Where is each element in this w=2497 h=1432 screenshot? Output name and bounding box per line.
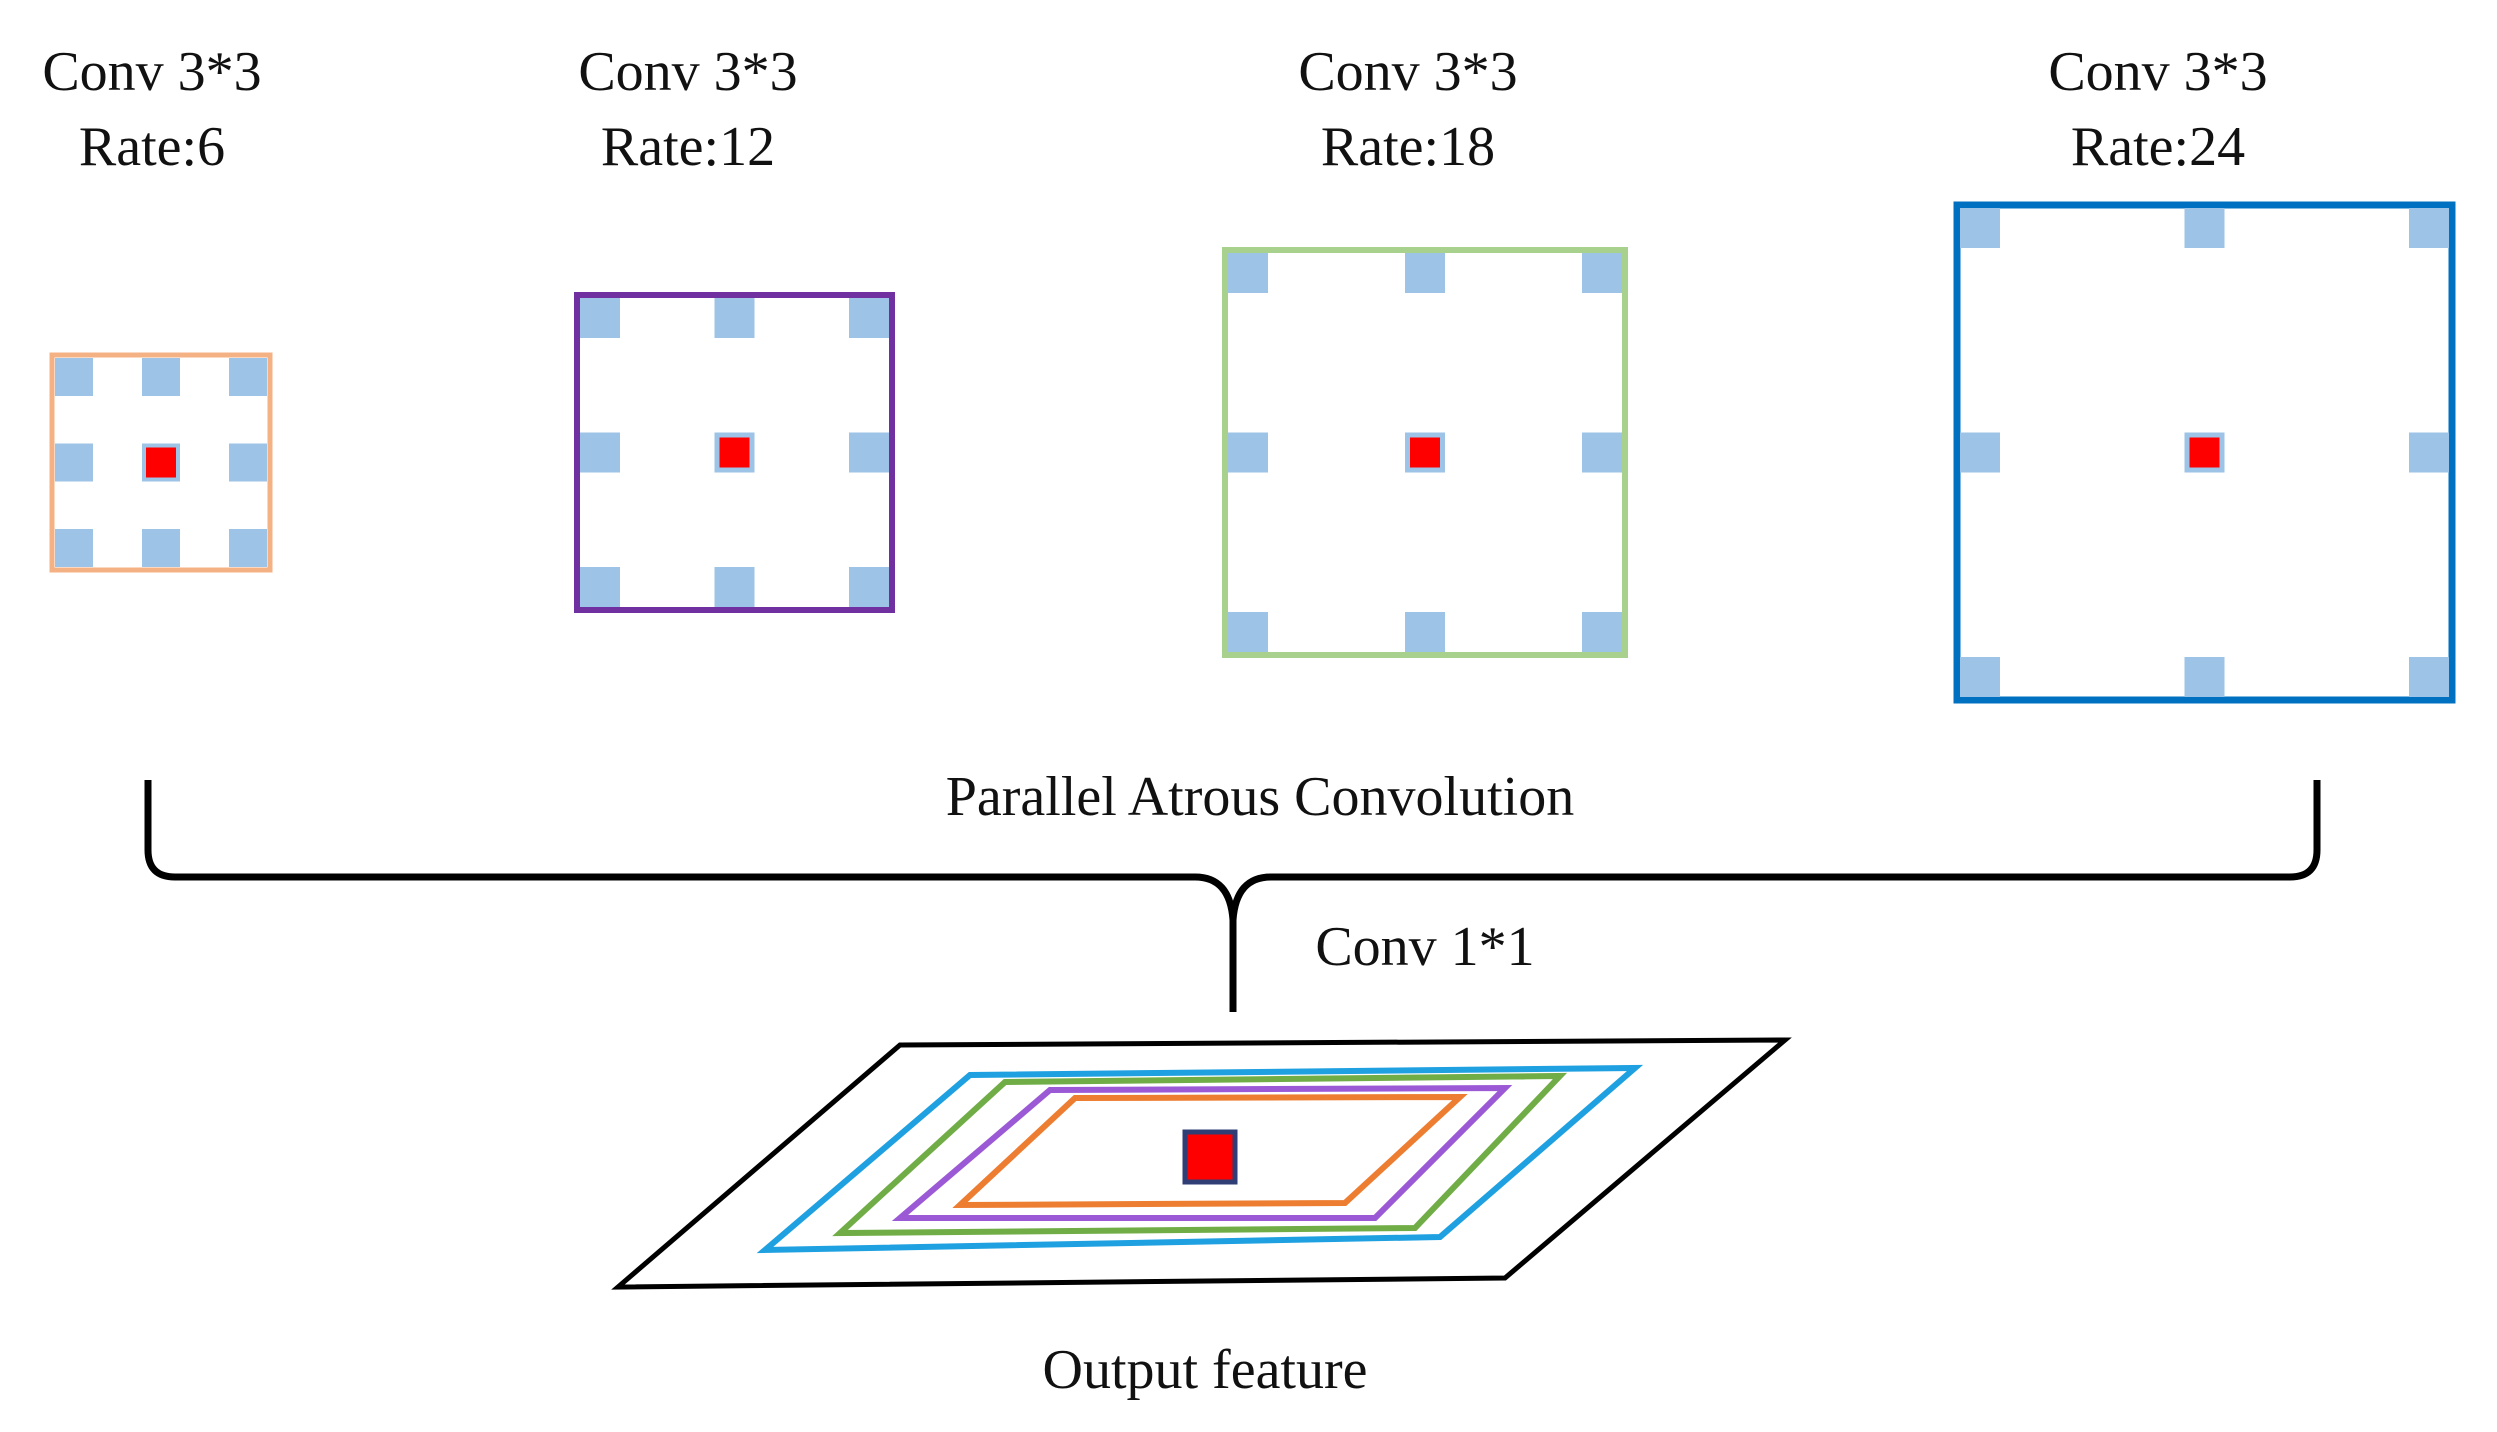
center-point (1410, 437, 1440, 468)
branch-4-rate: Rate:24 (2071, 116, 2245, 178)
sample-point-bottom-left (580, 567, 620, 607)
output-ring-rate-24 (756, 1064, 1644, 1254)
sample-point-bottom-left (1228, 612, 1268, 652)
sample-point-middle-right (229, 443, 267, 482)
sample-point-top-center (142, 358, 180, 396)
output-label: Output feature (1043, 1339, 1368, 1401)
sample-point-bottom-center (1405, 612, 1445, 652)
sample-point-top-left (1960, 208, 2000, 248)
sample-point-bottom-left (1960, 657, 2000, 697)
output-ring-rate-18 (832, 1072, 1568, 1237)
sample-point-top-left (580, 298, 620, 338)
sample-point-top-right (229, 358, 267, 396)
sample-point-middle-right (2409, 432, 2449, 473)
sample-point-middle-right (1582, 432, 1622, 473)
kernel-rate-6 (49, 352, 273, 573)
branch-1-title: Conv 3*3 (42, 41, 261, 103)
kernel-rate-24 (1953, 201, 2456, 704)
sample-point-top-right (849, 298, 889, 338)
merge-brace (144, 780, 2321, 1012)
branch-4-title: Conv 3*3 (2048, 41, 2267, 103)
sample-point-bottom-center (2184, 657, 2225, 697)
center-point (2189, 437, 2220, 468)
sample-point-bottom-right (1582, 612, 1622, 652)
sample-point-top-center (2184, 208, 2225, 248)
branch-3-title: Conv 3*3 (1298, 41, 1517, 103)
kernel-rate-12 (574, 292, 895, 613)
branch-1-rate: Rate:6 (79, 116, 225, 178)
sample-point-middle-right (849, 432, 889, 473)
sample-point-top-left (1228, 253, 1268, 293)
center-point (146, 447, 176, 478)
group-label: Parallel Atrous Convolution (946, 766, 1574, 828)
sample-point-middle-left (1960, 432, 2000, 473)
sample-point-bottom-right (849, 567, 889, 607)
sample-point-middle-left (1228, 432, 1268, 473)
sample-point-bottom-center (142, 529, 180, 567)
sample-point-top-center (714, 298, 755, 338)
sample-point-bottom-right (2409, 657, 2449, 697)
sample-point-middle-left (55, 443, 93, 482)
merge-label: Conv 1*1 (1315, 916, 1534, 978)
sample-point-bottom-right (229, 529, 267, 567)
branch-2-rate: Rate:12 (601, 116, 775, 178)
branch-3-rate: Rate:18 (1321, 116, 1495, 178)
sample-point-top-center (1405, 253, 1445, 293)
sample-point-top-right (2409, 208, 2449, 248)
sample-point-bottom-center (714, 567, 755, 607)
sample-point-bottom-left (55, 529, 93, 567)
kernel-rate-18 (1222, 247, 1628, 658)
center-point (719, 437, 750, 468)
branch-2-title: Conv 3*3 (578, 41, 797, 103)
sample-point-middle-left (580, 432, 620, 473)
output-center-point (1182, 1129, 1238, 1185)
output-ring-rate-6 (952, 1093, 1468, 1209)
sample-point-top-right (1582, 253, 1622, 293)
output-ring-rate-12 (891, 1084, 1513, 1221)
sample-point-top-left (55, 358, 93, 396)
